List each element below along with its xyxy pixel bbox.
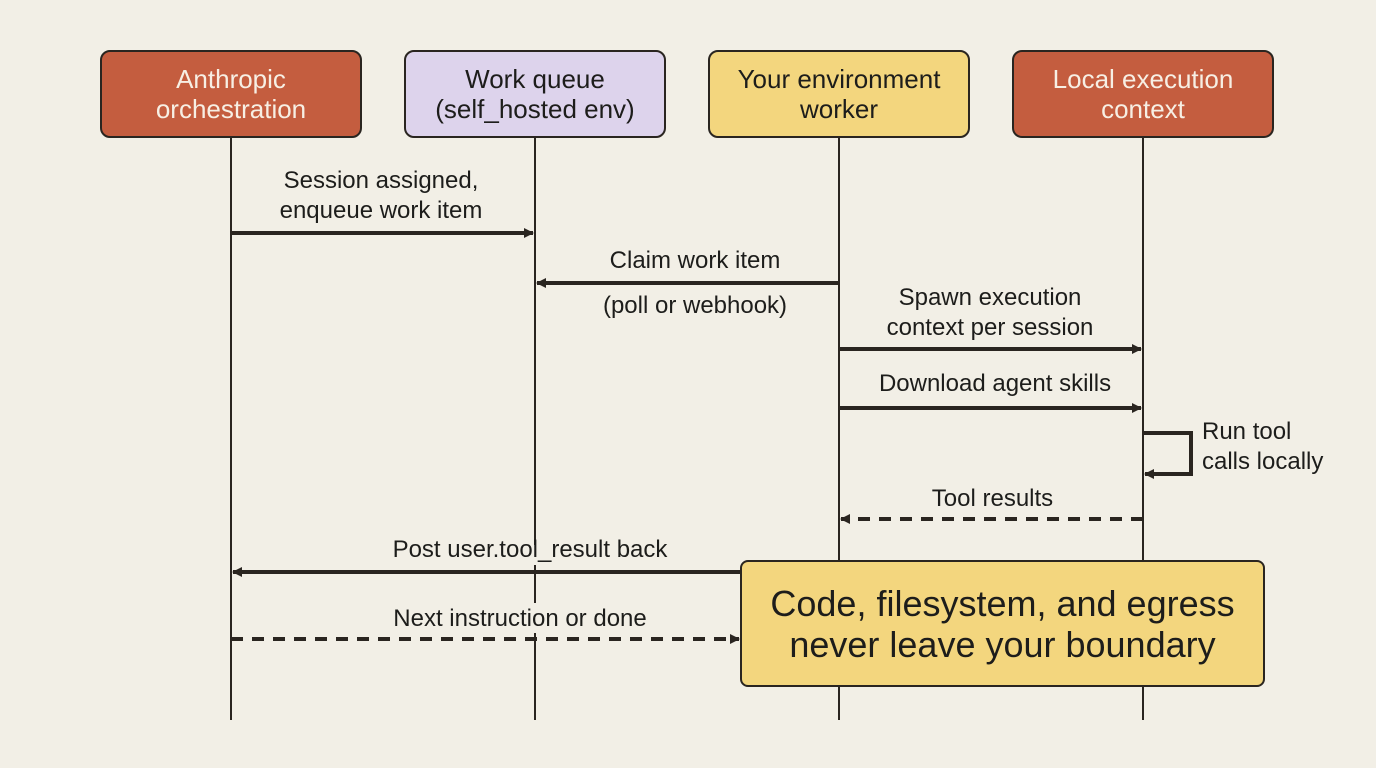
label-spawn-context: Spawn execution context per session: [886, 284, 1094, 341]
label-poll-or-webhook: (poll or webhook): [602, 292, 788, 319]
label-download-skills: Download agent skills: [878, 370, 1112, 397]
label-session-assigned: Session assigned, enqueue work item: [279, 167, 483, 224]
arrow-run-tool-calls: [1143, 431, 1193, 479]
label-tool-results: Tool results: [931, 485, 1054, 512]
label-post-tool-result: Post user.tool_result back: [392, 536, 668, 563]
label-run-tool-calls: Run tool calls locally: [1202, 418, 1324, 475]
participant-anthropic-orchestration: Anthropic orchestration: [100, 50, 362, 138]
participant-local-execution-context: Local execution context: [1012, 50, 1274, 138]
label-next-instruction: Next instruction or done: [393, 605, 647, 632]
participant-work-queue: Work queue (self_hosted env): [404, 50, 666, 138]
boundary-note: Code, filesystem, and egress never leave…: [740, 560, 1265, 687]
label-claim-work-item: Claim work item: [609, 247, 781, 274]
label-gap-next: [528, 603, 542, 633]
label-gap-post: [528, 545, 542, 565]
participant-environment-worker: Your environment worker: [708, 50, 970, 138]
